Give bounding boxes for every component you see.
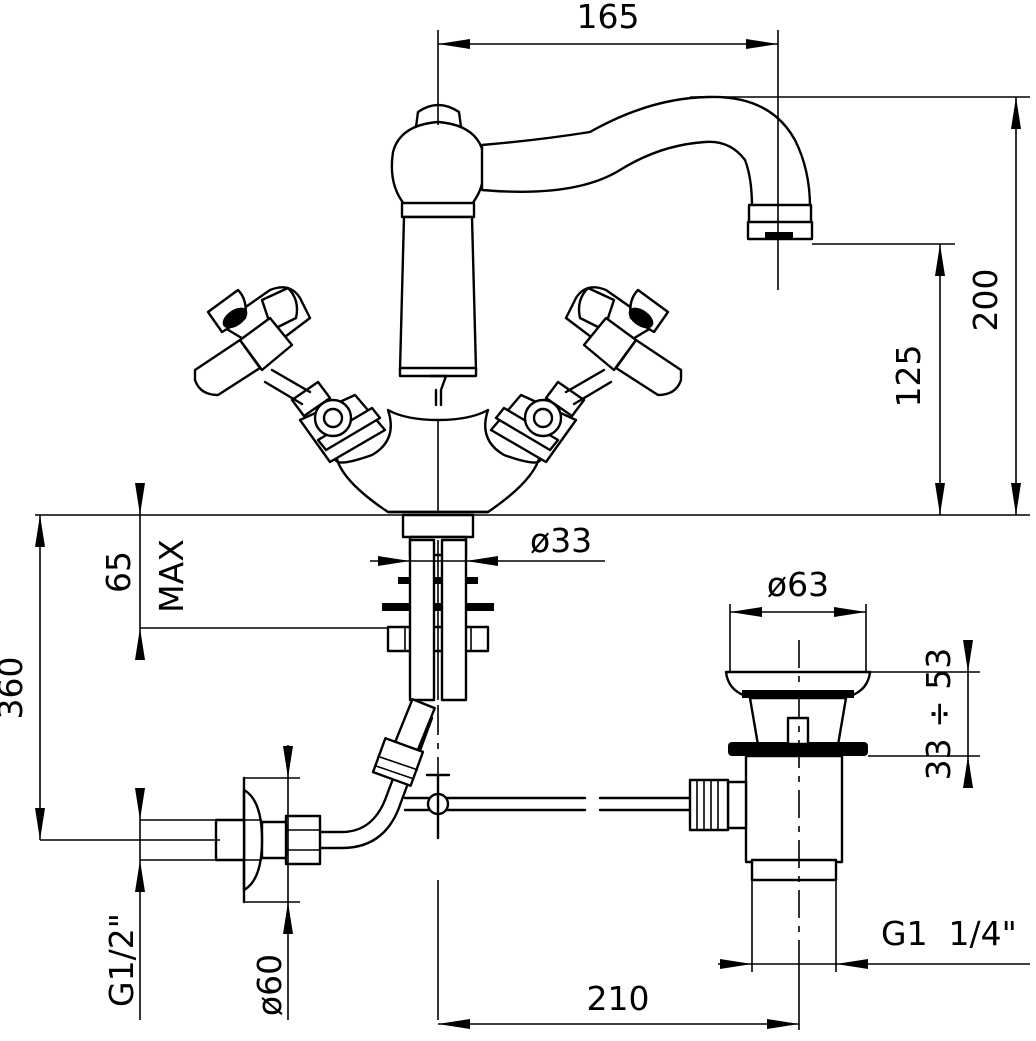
mixer-tap [193, 95, 814, 514]
dimension-labels: 165 200 125 360 65 MAX ø33 ø63 33 ÷ 53 G… [0, 0, 1017, 1018]
dim-deck-thickness: 65 [99, 551, 138, 593]
right-cross-handle [564, 286, 683, 397]
tap-column [398, 215, 478, 372]
right-valve [489, 368, 613, 464]
inlet-connector [214, 818, 246, 862]
tap-bulb [390, 120, 486, 207]
dim-centre-distance: 210 [587, 979, 650, 1018]
left-cross-handle [193, 286, 312, 397]
inlet-nut [284, 814, 322, 866]
waste-seal [728, 742, 868, 756]
shank-assembly [35, 513, 1030, 1020]
dim-waste-diameter: ø63 [767, 565, 829, 604]
dim-shank-diameter: ø33 [530, 521, 592, 560]
spout-aerator [746, 220, 814, 241]
dim-inlet-thread: G1/2" [102, 913, 141, 1007]
dim-waste-adjust-range: 33 ÷ 53 [919, 648, 958, 781]
dim-supply-length: 360 [0, 657, 30, 720]
pop-up-rod [428, 374, 448, 407]
waste-body [744, 754, 844, 864]
spout-aerator-ring [747, 203, 813, 225]
spout [480, 95, 812, 209]
dim-spout-outlet-height: 125 [889, 345, 928, 408]
dim-overall-height: 200 [966, 269, 1005, 332]
pop-up-waste [688, 640, 872, 945]
dimension-lines [35, 30, 1030, 1030]
dim-spout-reach: 165 [577, 0, 640, 36]
flexible-supply [214, 697, 692, 904]
tap-collar [400, 201, 476, 219]
dim-rosette-diameter: ø60 [250, 954, 289, 1016]
left-valve [263, 368, 387, 464]
dim-waste-thread: G1 1/4" [881, 914, 1017, 953]
dim-deck-thickness-max: MAX [152, 539, 191, 613]
wall-rosette [242, 788, 264, 892]
waste-knurled-nut [688, 778, 730, 832]
